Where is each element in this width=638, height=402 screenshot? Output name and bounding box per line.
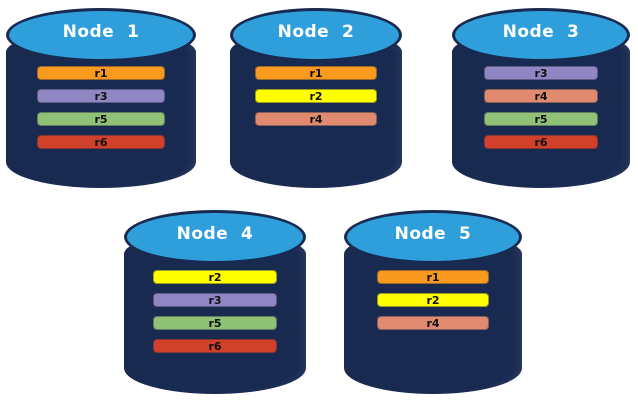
replica-label: r4 — [426, 316, 440, 330]
replica-label: r2 — [208, 270, 222, 284]
replica-list: r2 r3 r5 r6 — [124, 270, 306, 353]
replica-label: r2 — [309, 89, 323, 103]
replica-label: r4 — [534, 89, 548, 103]
replica-bar[interactable]: r5 — [37, 112, 165, 126]
replica-bar[interactable]: r1 — [377, 270, 489, 284]
replica-bar[interactable]: r3 — [153, 293, 277, 307]
replica-label: r4 — [309, 112, 323, 126]
replica-list: r3 r4 r5 r6 — [452, 66, 630, 149]
cylinder-top-ellipse — [6, 8, 196, 62]
replica-bar[interactable]: r2 — [153, 270, 277, 284]
replica-bar[interactable]: r6 — [153, 339, 277, 353]
replica-bar[interactable]: r3 — [37, 89, 165, 103]
replica-bar[interactable]: r2 — [255, 89, 377, 103]
replica-label: r6 — [534, 135, 548, 149]
replica-bar[interactable]: r6 — [37, 135, 165, 149]
replica-bar[interactable]: r4 — [484, 89, 598, 103]
cylinder-top-ellipse — [230, 8, 402, 62]
replica-bar[interactable]: r6 — [484, 135, 598, 149]
cylinder-top-ellipse — [124, 210, 306, 264]
replica-label: r3 — [534, 66, 548, 80]
cylinder-shape — [6, 8, 196, 188]
replica-label: r1 — [94, 66, 108, 80]
replica-bar[interactable]: r5 — [153, 316, 277, 330]
replica-label: r3 — [94, 89, 108, 103]
replica-label: r5 — [208, 316, 222, 330]
replica-label: r6 — [208, 339, 222, 353]
replica-bar[interactable]: r4 — [255, 112, 377, 126]
replica-label: r1 — [426, 270, 440, 284]
cylinder-shape — [124, 210, 306, 394]
replica-bar[interactable]: r4 — [377, 316, 489, 330]
replica-bar[interactable]: r1 — [255, 66, 377, 80]
replica-bar[interactable]: r3 — [484, 66, 598, 80]
cylinder-top-ellipse — [344, 210, 522, 264]
cylinder-top-ellipse — [452, 8, 630, 62]
replica-bar[interactable]: r5 — [484, 112, 598, 126]
replica-label: r1 — [309, 66, 323, 80]
replica-bar[interactable]: r2 — [377, 293, 489, 307]
replica-list: r1 r2 r4 — [230, 66, 402, 126]
replica-label: r2 — [426, 293, 440, 307]
cylinder-shape — [344, 210, 522, 394]
replica-label: r3 — [208, 293, 222, 307]
replica-label: r5 — [94, 112, 108, 126]
cylinder-shape — [452, 8, 630, 188]
cylinder-shape — [230, 8, 402, 188]
replica-list: r1 r2 r4 — [344, 270, 522, 330]
replica-label: r6 — [94, 135, 108, 149]
replica-label: r5 — [534, 112, 548, 126]
replica-bar[interactable]: r1 — [37, 66, 165, 80]
replica-list: r1 r3 r5 r6 — [6, 66, 196, 149]
